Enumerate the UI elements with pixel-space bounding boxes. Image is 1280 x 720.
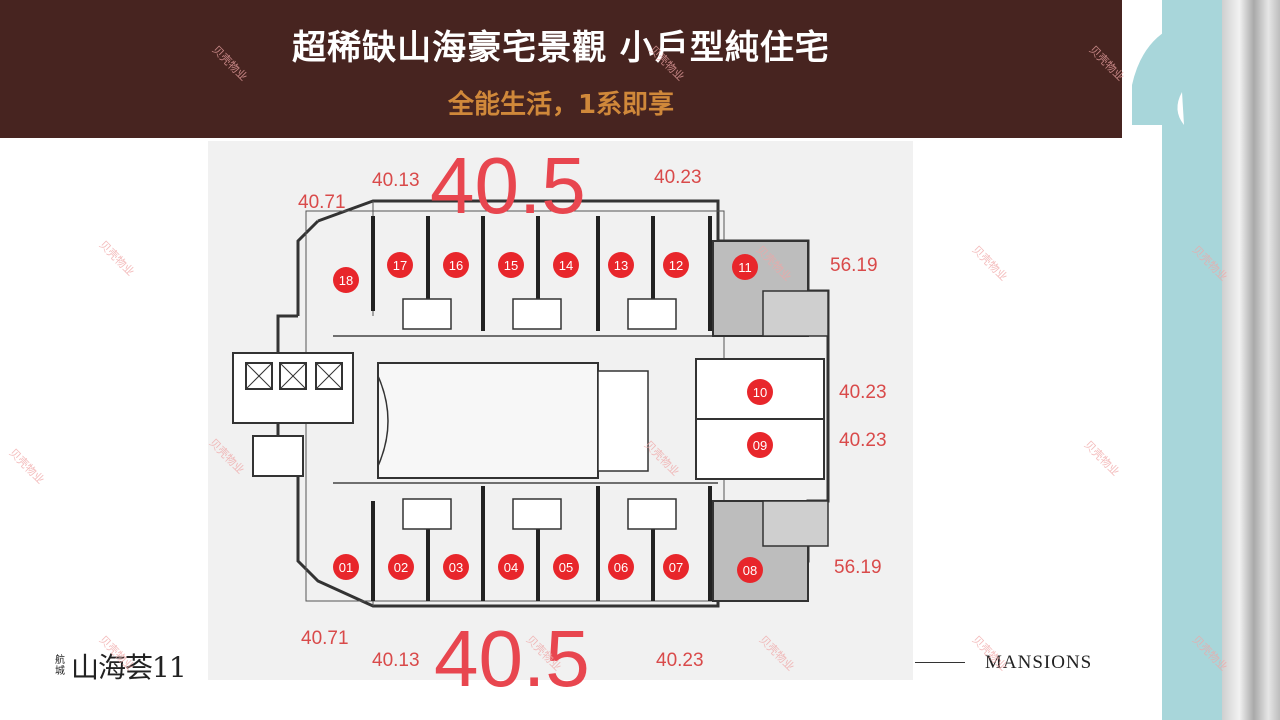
area-right-mid-a: 40.23 <box>839 382 887 403</box>
area-bottom-left-b: 40.13 <box>372 650 420 671</box>
unit-label-13: 13 <box>614 258 628 273</box>
unit-marker-11 <box>732 254 758 280</box>
logo-main-text: 山海荟11 <box>71 651 187 684</box>
unit-label-04: 04 <box>504 560 518 575</box>
area-right-mid-b: 40.23 <box>839 430 887 451</box>
unit-marker-04 <box>498 554 524 580</box>
brand-logo: 航城 山海荟11 <box>55 646 187 686</box>
unit-marker-01 <box>333 554 359 580</box>
watermark: 贝壳物业 <box>1081 438 1122 479</box>
unit-label-15: 15 <box>504 258 518 273</box>
unit-marker-09 <box>747 432 773 458</box>
floor-plan-drawing: 17 16 15 14 13 12 11 18 10 09 01 02 03 0… <box>232 199 830 608</box>
unit-marker-17 <box>387 252 413 278</box>
area-top-right: 40.23 <box>654 167 702 188</box>
area-bottom-left-a: 40.71 <box>301 628 349 649</box>
unit-label-17: 17 <box>393 258 407 273</box>
unit-label-07: 07 <box>669 560 683 575</box>
unit-label-01: 01 <box>339 560 353 575</box>
unit-marker-03 <box>443 554 469 580</box>
unit-marker-13 <box>608 252 634 278</box>
unit-label-08: 08 <box>743 563 757 578</box>
floor-plan: 17 16 15 14 13 12 11 18 10 09 01 02 03 0… <box>208 141 913 699</box>
unit-label-18: 18 <box>339 273 353 288</box>
divider-line <box>915 662 965 663</box>
unit-marker-14 <box>553 252 579 278</box>
area-bottom-right: 40.23 <box>656 650 704 671</box>
unit-marker-16 <box>443 252 469 278</box>
unit-label-03: 03 <box>449 560 463 575</box>
area-right-lower: 56.19 <box>834 557 882 578</box>
unit-label-16: 16 <box>449 258 463 273</box>
unit-label-14: 14 <box>559 258 573 273</box>
unit-label-05: 05 <box>559 560 573 575</box>
top-highlight-area: 40.5 <box>430 141 586 230</box>
area-top-left-b: 40.71 <box>298 192 346 213</box>
unit-label-12: 12 <box>669 258 683 273</box>
unit-marker-06 <box>608 554 634 580</box>
area-top-left-a: 40.13 <box>372 170 420 191</box>
bottom-highlight-area: 40.5 <box>434 614 590 703</box>
unit-marker-18 <box>333 267 359 293</box>
unit-label-02: 02 <box>394 560 408 575</box>
watermark: 贝壳物业 <box>96 238 137 279</box>
page-title: 超稀缺山海豪宅景觀 小戶型純住宅 <box>292 28 830 68</box>
header-banner: 超稀缺山海豪宅景觀 小戶型純住宅 全能生活，1系即享 <box>0 0 1122 138</box>
watermark: 贝壳物业 <box>969 243 1010 284</box>
unit-label-09: 09 <box>753 438 767 453</box>
unit-label-10: 10 <box>753 385 767 400</box>
unit-marker-12 <box>663 252 689 278</box>
watermark: 贝壳物业 <box>6 446 47 487</box>
decorative-teal-shape <box>1132 0 1222 720</box>
unit-marker-10 <box>747 379 773 405</box>
unit-label-11: 11 <box>738 260 752 275</box>
logo-small-text: 航城 <box>55 655 65 677</box>
unit-marker-05 <box>553 554 579 580</box>
decorative-silver-strip <box>1222 0 1280 720</box>
page-subtitle: 全能生活，1系即享 <box>447 90 675 120</box>
unit-marker-07 <box>663 554 689 580</box>
area-right-upper: 56.19 <box>830 255 878 276</box>
unit-label-06: 06 <box>614 560 628 575</box>
unit-marker-08 <box>737 557 763 583</box>
mansions-wordmark: MANSIONS <box>985 652 1093 673</box>
unit-marker-02 <box>388 554 414 580</box>
unit-marker-15 <box>498 252 524 278</box>
